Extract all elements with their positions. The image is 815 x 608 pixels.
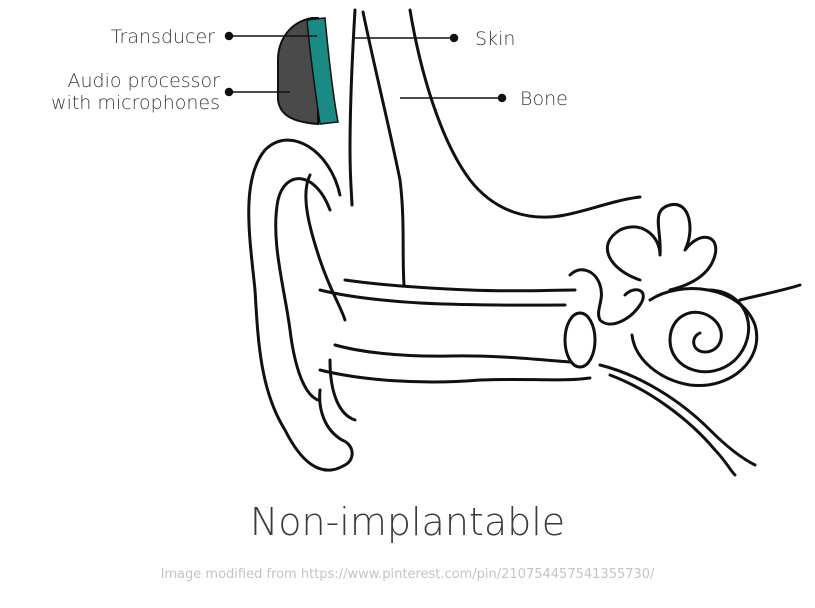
- transducer-device: [306, 17, 339, 125]
- cochlea: [668, 288, 751, 374]
- ear-canal-lower: [333, 343, 572, 364]
- bone-inner-outline: [408, 8, 642, 219]
- inner-ear-tube-upper: [598, 363, 757, 467]
- skin-outline: [348, 8, 357, 207]
- inner-ear-tube-lower: [608, 373, 737, 477]
- pinna-outline: [247, 138, 354, 472]
- skin-leader-dot: [449, 33, 459, 43]
- image-credit: Image modified from https://www.pinteres…: [160, 567, 655, 582]
- eardrum: [563, 311, 597, 369]
- pinna-inner-fold: [274, 177, 332, 402]
- transducer-label: Transducer: [110, 26, 215, 48]
- auditory-nerve: [738, 283, 802, 302]
- ear-canal-outer-lower: [318, 368, 592, 384]
- audio-processor-device: [277, 17, 319, 126]
- bone-outline: [361, 10, 406, 287]
- cochlea-outer: [630, 287, 759, 388]
- audio-processor-label-line1: Audio processor: [67, 70, 221, 92]
- bone-label: Bone: [520, 88, 568, 110]
- ossicles: [568, 268, 645, 326]
- audio-processor-label: Audio processor with microphones: [51, 70, 220, 114]
- lobe-extension: [328, 358, 357, 422]
- ear-canal-upper: [318, 288, 567, 307]
- audio-processor-leader-dot: [224, 87, 234, 97]
- semicircular-canals: [606, 203, 718, 292]
- bone-leader-dot: [497, 93, 507, 103]
- pinna-inner-ridge: [304, 173, 347, 322]
- audio-processor-label-line2: with microphones: [51, 92, 220, 114]
- ear-canal-outer-upper: [343, 278, 577, 293]
- transducer-leader-dot: [224, 31, 234, 41]
- diagram-title: Non-implantable: [249, 500, 566, 544]
- skin-label: Skin: [475, 28, 516, 50]
